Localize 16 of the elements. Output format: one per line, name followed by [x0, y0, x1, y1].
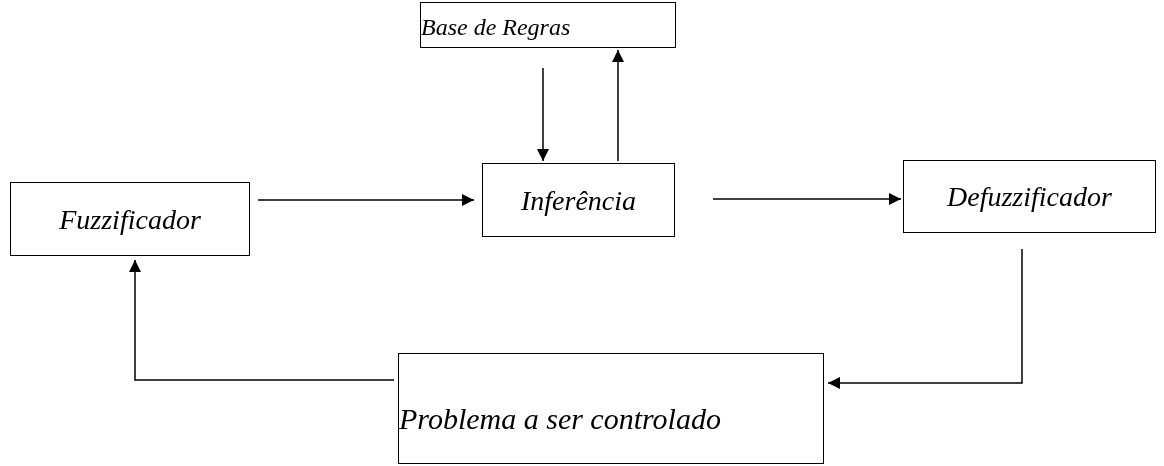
box-label: Problema a ser controlado	[399, 400, 721, 437]
box-label: Fuzzificador	[59, 202, 201, 237]
process-box	[482, 163, 675, 237]
arrow	[712, 193, 902, 205]
arrow	[612, 49, 624, 162]
process-box	[10, 182, 250, 256]
box-label: Inferência	[520, 183, 637, 218]
arrow	[129, 259, 395, 381]
process-box	[398, 353, 824, 464]
arrow	[827, 248, 1023, 389]
arrow	[257, 194, 475, 206]
box-label: Base de Regras	[421, 13, 571, 42]
box-label: Defuzzificador	[947, 180, 1112, 214]
arrow	[537, 67, 549, 162]
process-box	[420, 2, 676, 48]
process-box	[903, 160, 1156, 233]
